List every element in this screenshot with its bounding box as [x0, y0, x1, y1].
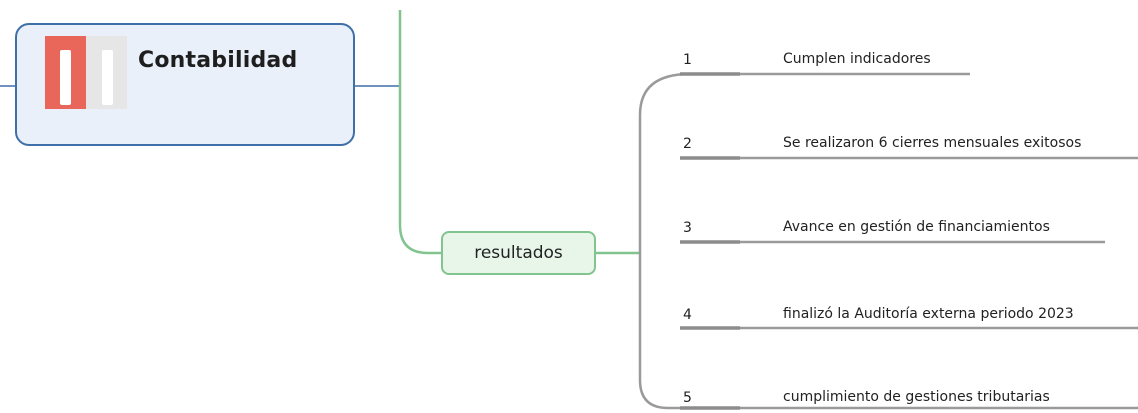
- item-5-text[interactable]: cumplimiento de gestiones tributarias: [783, 389, 1050, 405]
- item-3-number: 3: [683, 220, 692, 236]
- root-node-title: Contabilidad: [138, 48, 298, 73]
- item-4-number: 4: [683, 307, 692, 323]
- item-3-text[interactable]: Avance en gestión de financiamientos: [783, 219, 1050, 235]
- item-underlines: [680, 72, 1138, 410]
- branch-node-label: resultados: [474, 243, 563, 263]
- progress-slot-1: [60, 50, 71, 105]
- green-connector: [398, 10, 441, 255]
- item-5-number: 5: [683, 390, 692, 406]
- item-1-text[interactable]: Cumplen indicadores: [783, 51, 931, 67]
- item-trunk-connector: [638, 72, 691, 410]
- item-1-number: 1: [683, 52, 692, 68]
- progress-bar-icon: [45, 36, 127, 109]
- item-4-text[interactable]: finalizó la Auditoría externa periodo 20…: [783, 306, 1074, 322]
- progress-slot-2: [102, 50, 113, 105]
- branch-node-resultados[interactable]: resultados: [441, 231, 596, 275]
- item-2-text[interactable]: Se realizaron 6 cierres mensuales exitos…: [783, 135, 1082, 151]
- item-2-number: 2: [683, 136, 692, 152]
